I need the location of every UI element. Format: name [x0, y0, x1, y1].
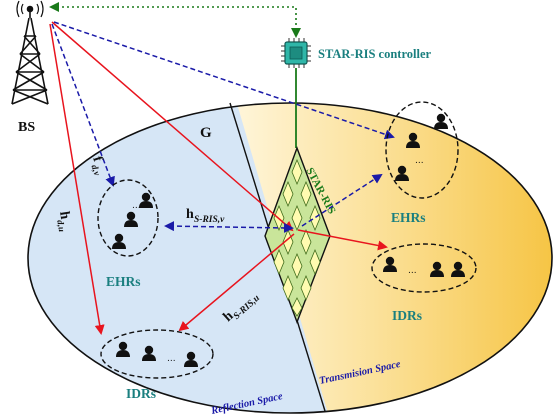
controller-chip-icon	[281, 38, 311, 68]
ellipsis-text: ...	[167, 354, 176, 364]
idrs-left-label: IDRs	[126, 386, 156, 401]
label-h-du-main: h	[56, 210, 72, 220]
bs-label: BS	[18, 120, 35, 135]
ellipsis-text: ...	[415, 156, 424, 166]
label-g: G	[200, 125, 212, 141]
label-h-sris-v-sub: S-RIS,v	[194, 215, 225, 225]
label-f-dv-main: f	[89, 155, 105, 164]
label-h-du: h d,u	[55, 210, 72, 232]
ehrs-left-label: EHRs	[106, 274, 141, 289]
left-idrs-cluster: ...	[100, 329, 214, 379]
link-bs-to-right-ehrs	[53, 21, 395, 140]
label-h-sris-v-main: h	[186, 207, 194, 222]
ellipsis-text: ...	[408, 266, 417, 276]
label-f-dv: f d,v	[89, 155, 105, 178]
idrs-right-label: IDRs	[392, 308, 422, 323]
label-h-du-sub: d,u	[55, 219, 67, 232]
ellipsis-text: ...	[132, 201, 141, 211]
star-ris-panel	[264, 145, 331, 324]
link-h-sris-u	[178, 233, 295, 332]
link-h-du	[49, 23, 105, 335]
link-g	[51, 21, 294, 232]
right-ehrs-cluster: ...	[385, 101, 459, 199]
left-ehrs-cluster: ...	[97, 179, 159, 257]
bs-tower-icon	[11, 0, 49, 105]
label-f-dv-sub: d,v	[89, 163, 102, 177]
link-f-dv	[51, 23, 115, 187]
control-link	[49, 2, 301, 38]
link-h-sris-v	[164, 221, 294, 233]
right-idrs-cluster: ...	[371, 243, 477, 293]
transmission-space-region	[230, 103, 552, 413]
ehrs-right-label: EHRs	[391, 210, 426, 225]
label-h-sris-v: h S-RIS,v	[186, 207, 225, 225]
link-ris-to-right-idrs	[297, 229, 388, 251]
controller-label: STAR-RIS controller	[318, 47, 432, 61]
